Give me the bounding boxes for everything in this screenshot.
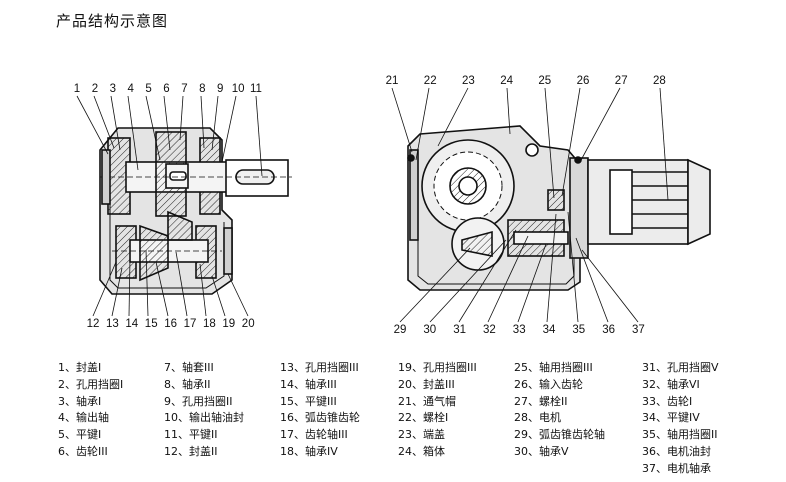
callout-number: 3 [110,83,116,95]
legend-column-2: 7、轴套III 8、轴承II 9、孔用挡圈II 10、输出轴油封 11、平键II… [164,360,244,461]
callout-number: 7 [181,83,187,95]
legend-item: 4、输出轴 [58,411,109,425]
callout-number: 19 [222,318,235,330]
right-leader-lines [391,87,669,323]
legend-column-5: 25、轴用挡圈III 26、输入齿轮 27、螺栓II 28、电机 29、弧齿锥齿… [514,360,605,461]
legend-item: 12、封盖II [164,444,218,458]
legend-item: 30、轴承V [514,444,569,458]
legend-item: 27、螺栓II [514,394,568,408]
legend-item: 13、孔用挡圈III [280,361,359,374]
legend-item: 22、螺栓I [398,411,449,425]
callout-number: 5 [145,83,151,95]
legend-column-3: 13、孔用挡圈III 14、轴承III 15、平键III 16、弧齿锥齿轮 17… [280,360,360,461]
callout-number: 18 [203,318,216,330]
callout-number: 16 [164,318,177,330]
callout-number: 24 [500,75,513,87]
callout-number: 22 [424,75,437,87]
legend-item: 31、孔用挡圈V [642,361,719,374]
callout-number: 29 [394,324,407,336]
legend-item: 29、弧齿锥齿轮轴 [514,428,605,442]
callout-number: 34 [543,324,556,336]
left-section-view [99,127,292,295]
callout-number: 23 [462,75,475,87]
parts-legend: 1、封盖I 2、孔用挡圈I 3、轴承I 4、输出轴 5、平键I 6、齿轮III … [58,360,768,478]
callout-number: 9 [217,83,223,95]
legend-item: 17、齿轮轴III [280,428,348,442]
legend-item: 36、电机油封 [642,444,711,458]
callout-number: 1 [74,83,80,95]
legend-item: 1、封盖I [58,361,102,374]
legend-item: 18、轴承IV [280,444,338,458]
legend-item: 35、轴用挡圈II [642,428,718,442]
callout-number: 12 [87,318,100,330]
right-section-view [407,125,711,291]
callout-number: 31 [453,324,466,336]
legend-item: 9、孔用挡圈II [164,394,233,408]
legend-item: 23、端盖 [398,428,445,442]
legend-item: 20、封盖III [398,377,455,391]
legend-item: 8、轴承II [164,377,211,391]
callout-number: 35 [572,324,585,336]
legend-item: 14、轴承III [280,377,337,391]
callout-number: 13 [106,318,119,330]
legend-item: 25、轴用挡圈III [514,361,593,374]
legend-item: 5、平键I [58,428,102,442]
legend-item: 11、平键II [164,428,218,442]
callout-number: 21 [386,75,399,87]
callout-number: 26 [577,75,590,87]
legend-item: 15、平键III [280,394,337,408]
legend-column-6: 31、孔用挡圈V 32、轴承VI 33、齿轮I 34、平键IV 35、轴用挡圈I… [642,360,719,478]
legend-item: 16、弧齿锥齿轮 [280,411,360,425]
callout-number: 20 [242,318,255,330]
legend-item: 10、输出轴油封 [164,411,244,425]
callout-number: 6 [163,83,169,95]
legend-item: 26、输入齿轮 [514,377,583,391]
legend-item: 21、通气帽 [398,394,456,408]
legend-column-4: 19、孔用挡圈III 20、封盖III 21、通气帽 22、螺栓I 23、端盖 … [398,360,477,461]
left-leader-lines [76,95,263,317]
callout-number: 8 [199,83,205,95]
callout-number: 33 [513,324,526,336]
legend-item: 24、箱体 [398,444,445,458]
legend-column-1: 1、封盖I 2、孔用挡圈I 3、轴承I 4、输出轴 5、平键I 6、齿轮III [58,360,123,461]
callout-number: 14 [125,318,138,330]
callout-number: 36 [602,324,615,336]
callout-number: 10 [232,83,245,95]
legend-item: 28、电机 [514,411,561,425]
legend-item: 37、电机轴承 [642,461,711,475]
legend-item: 34、平键IV [642,411,700,425]
structure-diagram: 1234567891011121314151617181920212223242… [74,75,711,336]
legend-item: 3、轴承I [58,394,102,408]
callout-number: 17 [184,318,197,330]
callout-number: 30 [423,324,436,336]
callout-number: 25 [538,75,551,87]
legend-item: 6、齿轮III [58,444,108,458]
page-title: 产品结构示意图 [56,12,169,30]
callout-number: 27 [615,75,628,87]
legend-item: 33、齿轮I [642,394,693,408]
legend-item: 7、轴套III [164,361,214,374]
legend-item: 2、孔用挡圈I [58,377,124,391]
legend-item: 32、轴承VI [642,377,700,391]
legend-item: 19、孔用挡圈III [398,361,477,374]
callout-number: 11 [250,83,262,95]
callout-number: 32 [483,324,496,336]
callout-number: 2 [92,83,98,95]
callout-number: 37 [632,324,645,336]
callout-number: 15 [145,318,158,330]
callout-number: 28 [653,75,666,87]
callout-number: 4 [127,83,134,95]
